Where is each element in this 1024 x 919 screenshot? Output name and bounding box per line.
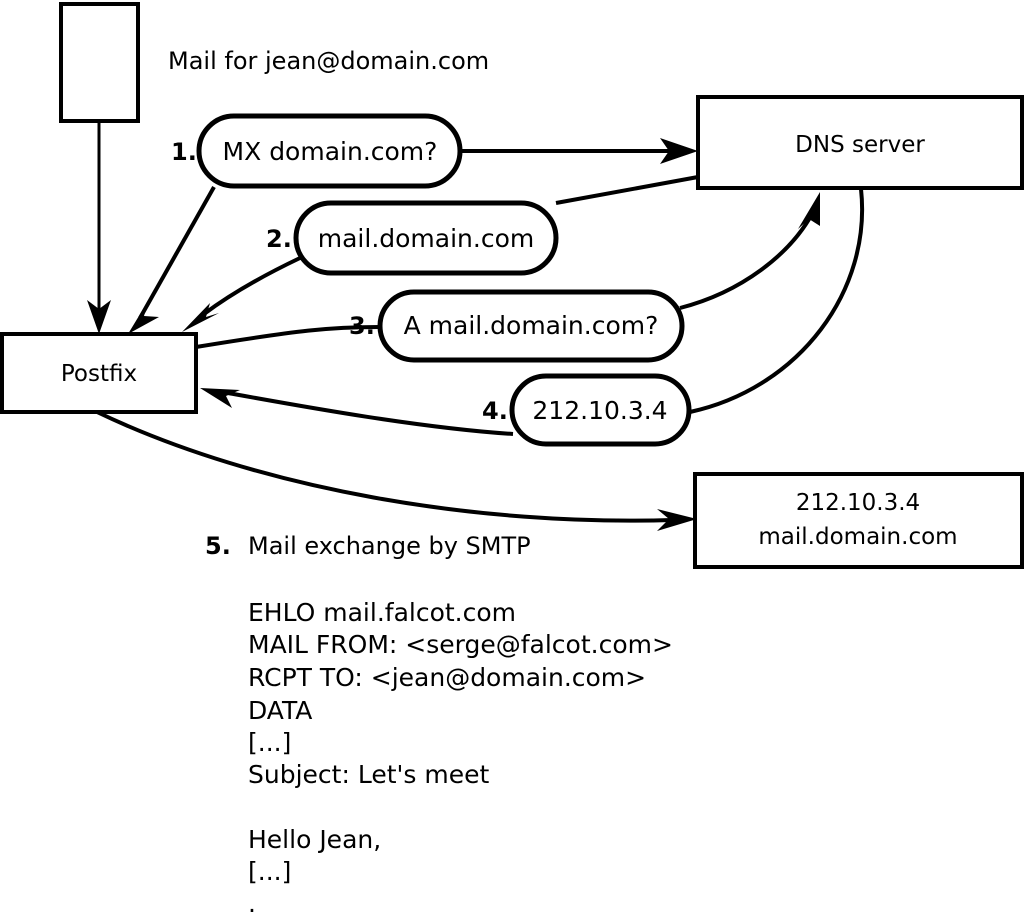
step-3-bubble-shape [377, 289, 685, 363]
smtp-line: [...] [248, 857, 291, 886]
node-destination-server: 212.10.3.4 mail.domain.com [693, 472, 1024, 569]
smtp-line: Subject: Let's meet [248, 760, 489, 789]
smtp-line: . [248, 889, 256, 918]
destination-box [693, 472, 1024, 569]
arrowhead-step2-to-postfix [182, 303, 219, 332]
smtp-line: DATA [248, 696, 312, 725]
step-4-number: 4. [482, 397, 508, 425]
step-3-label: A mail.domain.com? [404, 311, 659, 340]
smtp-line: RCPT TO: <jean@domain.com> [248, 663, 646, 692]
postfix-label: Postfix [61, 361, 137, 387]
step-1-number: 1. [171, 138, 197, 166]
edge-step1-tail-to-postfix [128, 186, 216, 334]
arrowhead-postfix-to-destination [657, 509, 697, 531]
step-5-number: 5. [205, 532, 231, 560]
step-5-label: Mail exchange by SMTP [248, 532, 531, 560]
smtp-line: [...] [248, 728, 291, 757]
node-mailbox [59, 2, 140, 123]
edge-postfix-to-step3 [195, 325, 381, 349]
dns-server-box [696, 95, 1024, 190]
destination-host-label: mail.domain.com [758, 524, 957, 550]
edge-dns-to-step2 [555, 175, 699, 205]
step-3-number: 3. [349, 312, 375, 340]
arrowhead-step3-to-dns [798, 192, 820, 229]
step-2-bubble-shape [293, 200, 559, 276]
smtp-line: EHLO mail.falcot.com [248, 598, 516, 627]
edge-postfix-to-destination [96, 410, 697, 531]
step-4-bubble-shape [509, 373, 692, 447]
mail-caption: Mail for jean@domain.com [168, 47, 489, 75]
arrowhead-mailbox-to-postfix [87, 300, 111, 334]
arrowhead-step1-tail-to-postfix [128, 301, 159, 334]
edge-mailbox-to-postfix [87, 121, 111, 334]
step-4-label: 212.10.3.4 [532, 396, 667, 425]
step-2-label: mail.domain.com [318, 224, 534, 253]
step-bubble-4: 212.10.3.4 [509, 373, 692, 447]
edge-dns-to-step4 [689, 188, 865, 414]
step-bubble-1: MX domain.com? [196, 113, 463, 189]
arrowhead-step1-to-dns [660, 138, 698, 164]
edge-step1-to-dns [461, 138, 698, 164]
smtp-line: Hello Jean, [248, 825, 381, 854]
step-bubble-3: A mail.domain.com? [377, 289, 685, 363]
step-1-bubble-shape [196, 113, 463, 189]
step-1-label: MX domain.com? [223, 137, 438, 166]
smtp-transcript: EHLO mail.falcot.com MAIL FROM: <serge@f… [248, 598, 673, 918]
step-bubble-2: mail.domain.com [293, 200, 559, 276]
edge-step4-to-postfix [200, 388, 514, 436]
smtp-line: MAIL FROM: <serge@falcot.com> [248, 630, 673, 659]
postfix-box [0, 332, 198, 414]
node-dns-server: DNS server [696, 95, 1024, 190]
edge-step3-to-dns [679, 192, 820, 310]
mailbox-box [59, 2, 140, 123]
dns-server-label: DNS server [795, 132, 925, 158]
step-2-number: 2. [266, 225, 292, 253]
destination-ip-label: 212.10.3.4 [796, 490, 920, 516]
node-postfix: Postfix [0, 332, 198, 414]
arrowhead-step4-to-postfix [200, 388, 240, 408]
edge-step2-to-postfix [182, 256, 301, 332]
